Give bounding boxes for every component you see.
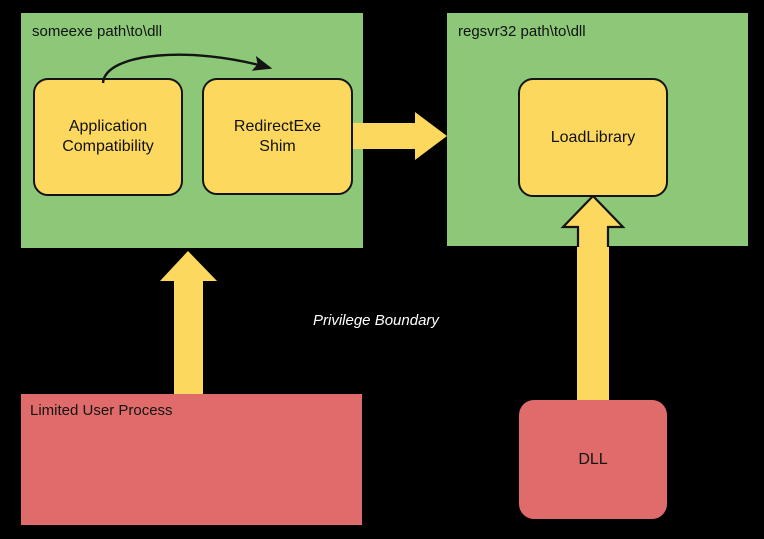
label-limited-user-process: Limited User Process: [30, 402, 173, 419]
node-label-loadlibrary: LoadLibrary: [550, 128, 636, 146]
node-label-redirectexe-shim: RedirectExe Shim: [233, 117, 322, 155]
box-dll[interactable]: DLL: [519, 400, 667, 519]
arrow-limited-user-to-someexe: [160, 251, 217, 398]
arrow-appcompat-to-redirectexe: [101, 53, 273, 84]
node-redirectexe-shim[interactable]: RedirectExe Shim: [202, 78, 353, 195]
label-dll: DLL: [578, 450, 608, 468]
label-privilege-boundary: Privilege Boundary: [313, 312, 439, 329]
node-loadlibrary[interactable]: LoadLibrary: [518, 78, 668, 197]
arrow-redirectexe-to-regsvr32: [353, 112, 447, 160]
node-label-application-compatibility: Application Compatibility: [62, 118, 154, 155]
node-application-compatibility[interactable]: Application Compatibility: [33, 78, 183, 196]
process-label-someexe: someexe path\to\dll: [32, 23, 163, 40]
process-label-regsvr32: regsvr32 path\to\dll: [458, 23, 586, 40]
arrow-dll-shaft-overlay: [577, 247, 609, 412]
box-limited-user-process[interactable]: Limited User Process: [21, 394, 362, 525]
